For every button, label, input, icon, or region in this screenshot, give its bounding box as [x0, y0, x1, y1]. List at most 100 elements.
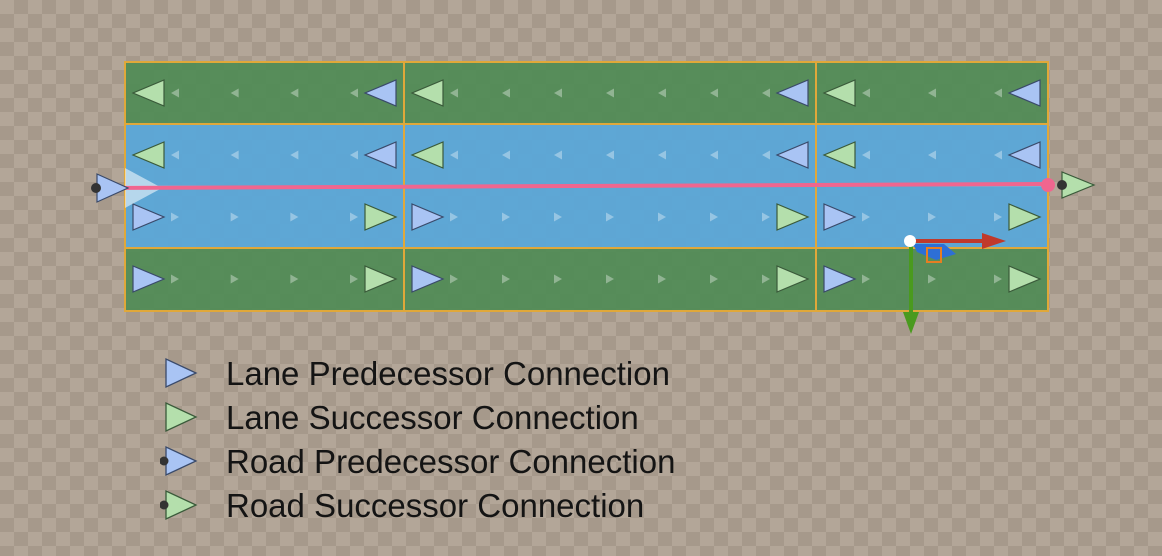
- legend-item-road-predecessor: Road Predecessor Connection: [160, 440, 675, 484]
- legend: Lane Predecessor Connection Lane Success…: [160, 352, 675, 528]
- lane-predecessor-marker[interactable]: [411, 265, 445, 293]
- lane-successor-marker[interactable]: [131, 141, 165, 169]
- lane-successor-marker[interactable]: [1008, 203, 1042, 231]
- driving-lane-right: [125, 186, 1048, 248]
- lane-predecessor-marker[interactable]: [775, 141, 809, 169]
- direction-arrow-icon: [290, 88, 299, 98]
- direction-arrow-icon: [928, 212, 936, 222]
- direction-arrow-icon: [862, 274, 870, 284]
- direction-arrow-icon: [710, 212, 718, 222]
- legend-label-lane-successor: Lane Successor Connection: [226, 399, 639, 436]
- road-predecessor-arrow-icon: [160, 445, 198, 477]
- direction-arrow-icon: [450, 150, 458, 160]
- transform-gizmo[interactable]: [903, 233, 1006, 334]
- gizmo-x-arrowhead-icon[interactable]: [982, 233, 1006, 249]
- direction-arrow-icon: [658, 212, 666, 222]
- direction-arrow-icon: [928, 150, 936, 160]
- direction-arrow-icon: [710, 274, 718, 284]
- road-successor-connector[interactable]: [1057, 171, 1096, 199]
- direction-arrow-icon: [290, 212, 299, 222]
- lane-successor-marker[interactable]: [131, 79, 165, 107]
- direction-arrow-icon: [350, 88, 358, 98]
- road-reference-line: [99, 182, 1051, 190]
- direction-arrow-icon: [230, 212, 239, 222]
- direction-arrow-icon: [710, 150, 718, 160]
- direction-arrow-icon: [658, 274, 666, 284]
- lane-direction-arrows: [171, 88, 1002, 284]
- sidewalk-lane-bottom: [125, 248, 1048, 311]
- direction-arrow-icon: [171, 274, 179, 284]
- direction-arrow-icon: [350, 274, 358, 284]
- direction-arrow-icon: [230, 150, 239, 160]
- direction-arrow-icon: [350, 150, 358, 160]
- road-predecessor-connector[interactable]: [91, 173, 130, 203]
- lane-successor-arrow-icon: [165, 401, 198, 433]
- lane-successor-marker[interactable]: [776, 265, 810, 293]
- direction-arrow-icon: [554, 150, 562, 160]
- direction-arrow-icon: [290, 274, 299, 284]
- lane-successor-marker[interactable]: [822, 79, 856, 107]
- lane-predecessor-marker[interactable]: [363, 141, 397, 169]
- direction-arrow-icon: [171, 150, 179, 160]
- lane-predecessor-marker[interactable]: [1007, 141, 1041, 169]
- gizmo-center[interactable]: [904, 235, 916, 247]
- direction-arrow-icon: [502, 88, 510, 98]
- lane-predecessor-marker[interactable]: [411, 203, 445, 231]
- direction-arrow-icon: [994, 212, 1002, 222]
- driving-lane-left: [125, 124, 1048, 186]
- direction-arrow-icon: [928, 274, 936, 284]
- direction-arrow-icon: [230, 88, 239, 98]
- lane-predecessor-marker[interactable]: [775, 79, 809, 107]
- legend-label-road-successor: Road Successor Connection: [226, 487, 645, 524]
- lane-predecessor-arrow-icon: [165, 357, 198, 389]
- lane-successor-marker[interactable]: [1008, 265, 1042, 293]
- lane-successor-marker[interactable]: [364, 265, 398, 293]
- direction-arrow-icon: [502, 150, 510, 160]
- lane-successor-marker[interactable]: [776, 203, 810, 231]
- direction-arrow-icon: [762, 274, 770, 284]
- direction-arrow-icon: [762, 212, 770, 222]
- direction-arrow-icon: [862, 150, 870, 160]
- legend-item-lane-successor: Lane Successor Connection: [160, 396, 675, 440]
- lanes: [125, 62, 1048, 311]
- direction-arrow-icon: [230, 274, 239, 284]
- direction-arrow-icon: [658, 88, 666, 98]
- lane-successor-marker[interactable]: [822, 141, 856, 169]
- direction-arrow-icon: [606, 88, 614, 98]
- direction-arrow-icon: [450, 88, 458, 98]
- legend-label-lane-predecessor: Lane Predecessor Connection: [226, 355, 670, 392]
- road-successor-arrow-icon: [160, 489, 198, 521]
- lane-predecessor-marker[interactable]: [823, 265, 857, 293]
- legend-item-lane-predecessor: Lane Predecessor Connection: [160, 352, 675, 396]
- lane-predecessor-marker[interactable]: [132, 265, 166, 293]
- gizmo-z-handle[interactable]: [913, 244, 956, 260]
- lane-predecessor-marker[interactable]: [132, 203, 166, 231]
- lane-successor-marker[interactable]: [364, 203, 398, 231]
- direction-arrow-icon: [502, 212, 510, 222]
- direction-arrow-icon: [862, 212, 870, 222]
- gizmo-plane-handle[interactable]: [926, 247, 942, 263]
- reference-line-end-handle[interactable]: [1041, 178, 1055, 192]
- direction-arrow-icon: [554, 274, 562, 284]
- direction-arrow-icon: [862, 88, 870, 98]
- direction-arrow-icon: [994, 150, 1002, 160]
- direction-arrow-icon: [450, 212, 458, 222]
- direction-arrow-icon: [762, 88, 770, 98]
- legend-label-road-predecessor: Road Predecessor Connection: [226, 443, 676, 480]
- gizmo-y-arrowhead-icon[interactable]: [903, 312, 919, 334]
- lane-successor-marker[interactable]: [410, 141, 444, 169]
- lane-predecessor-marker[interactable]: [823, 203, 857, 231]
- sidewalk-lane-top: [125, 62, 1048, 124]
- direction-arrow-icon: [658, 150, 666, 160]
- direction-arrow-icon: [928, 88, 936, 98]
- lane-predecessor-marker[interactable]: [363, 79, 397, 107]
- direction-arrow-icon: [350, 212, 358, 222]
- direction-arrow-icon: [994, 88, 1002, 98]
- direction-arrow-icon: [502, 274, 510, 284]
- lane-predecessor-marker[interactable]: [1007, 79, 1041, 107]
- direction-arrow-icon: [606, 274, 614, 284]
- lane-successor-marker[interactable]: [410, 79, 444, 107]
- direction-arrow-icon: [606, 150, 614, 160]
- lane-connection-markers: [131, 79, 1042, 293]
